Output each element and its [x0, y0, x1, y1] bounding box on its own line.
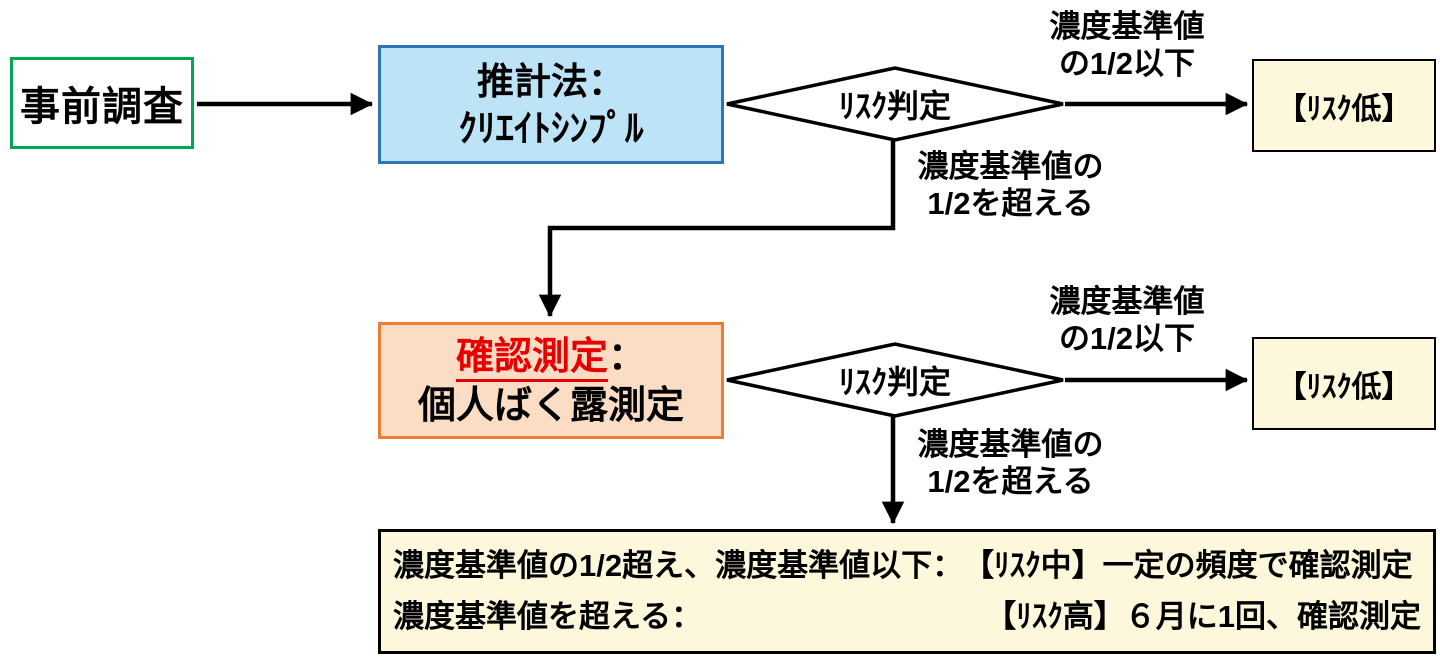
decision1-diamond-shape — [726, 66, 1064, 142]
confirmation-title-line: 確認測定： — [455, 332, 647, 382]
edge-label-line: の1/2以下 — [1058, 46, 1196, 81]
edge-label-decision2-right: 濃度基準値 の1/2以下 — [1032, 283, 1222, 357]
node-confirmation-measurement: 確認測定： 個人ばく露測定 — [378, 322, 724, 439]
pre-survey-label: 事前調査 — [20, 85, 184, 129]
edge-label-line: 濃度基準値の — [917, 427, 1104, 462]
edge-label-decision2-down: 濃度基準値の 1/2を超える — [903, 426, 1118, 500]
decision2-diamond-shape — [726, 342, 1064, 418]
edge-label-line: の1/2以下 — [1058, 321, 1196, 356]
result-row2-condition: 濃度基準値を超える： — [393, 599, 703, 635]
edge-label-line: 濃度基準値 — [1049, 9, 1205, 44]
result-row1-outcome: 【ﾘｽｸ中】一定の頻度で確認測定 — [963, 547, 1413, 583]
confirmation-title: 確認測定 — [455, 335, 608, 382]
estimation-title: 推計法： — [477, 60, 625, 102]
edge-label-line: 1/2を超える — [927, 186, 1094, 221]
risk-low-2-label: 【ﾘｽｸ低】 — [1276, 370, 1412, 404]
node-risk-decision-2: ﾘｽｸ判定 — [775, 360, 1015, 400]
edge-label-line: 濃度基準値 — [1049, 284, 1205, 319]
confirmation-colon: ： — [608, 335, 647, 378]
arrow-decision1-to-confirmation — [538, 141, 896, 318]
node-risk-low-2: 【ﾘｽｸ低】 — [1252, 337, 1436, 430]
edge-label-decision1-right: 濃度基準値 の1/2以下 — [1032, 8, 1222, 82]
risk-low-1-label: 【ﾘｽｸ低】 — [1276, 92, 1412, 126]
node-pre-survey: 事前調査 — [10, 57, 194, 149]
node-result-box: 濃度基準値の1/2超え、濃度基準値以下：【ﾘｽｸ中】一定の頻度で確認測定 濃度基… — [378, 529, 1436, 654]
node-estimation-method: 推計法： ｸﾘｴｲﾄｼﾝﾌﾟﾙ — [378, 45, 724, 164]
risk-decision-1-label: ﾘｽｸ判定 — [838, 88, 951, 124]
edge-label-decision1-down: 濃度基準値の 1/2を超える — [903, 148, 1118, 222]
edge-label-line: 濃度基準値の — [917, 149, 1104, 184]
confirmation-subtitle: 個人ばく露測定 — [417, 384, 684, 427]
node-risk-decision-1: ﾘｽｸ判定 — [775, 84, 1015, 124]
result-row1-condition: 濃度基準値の1/2超え、濃度基準値以下： — [393, 547, 964, 583]
risk-decision-2-label: ﾘｽｸ判定 — [838, 364, 951, 400]
result-row-high-risk: 濃度基準値を超える： 【ﾘｽｸ高】６月に1回、確認測定 — [393, 599, 1421, 635]
node-risk-low-1: 【ﾘｽｸ低】 — [1252, 59, 1436, 152]
edge-label-line: 1/2を超える — [927, 464, 1094, 499]
result-row-medium-risk: 濃度基準値の1/2超え、濃度基準値以下：【ﾘｽｸ中】一定の頻度で確認測定 — [393, 548, 1421, 584]
estimation-subtitle: ｸﾘｴｲﾄｼﾝﾌﾟﾙ — [458, 107, 644, 149]
result-row2-outcome: 【ﾘｽｸ高】６月に1回、確認測定 — [985, 599, 1421, 635]
